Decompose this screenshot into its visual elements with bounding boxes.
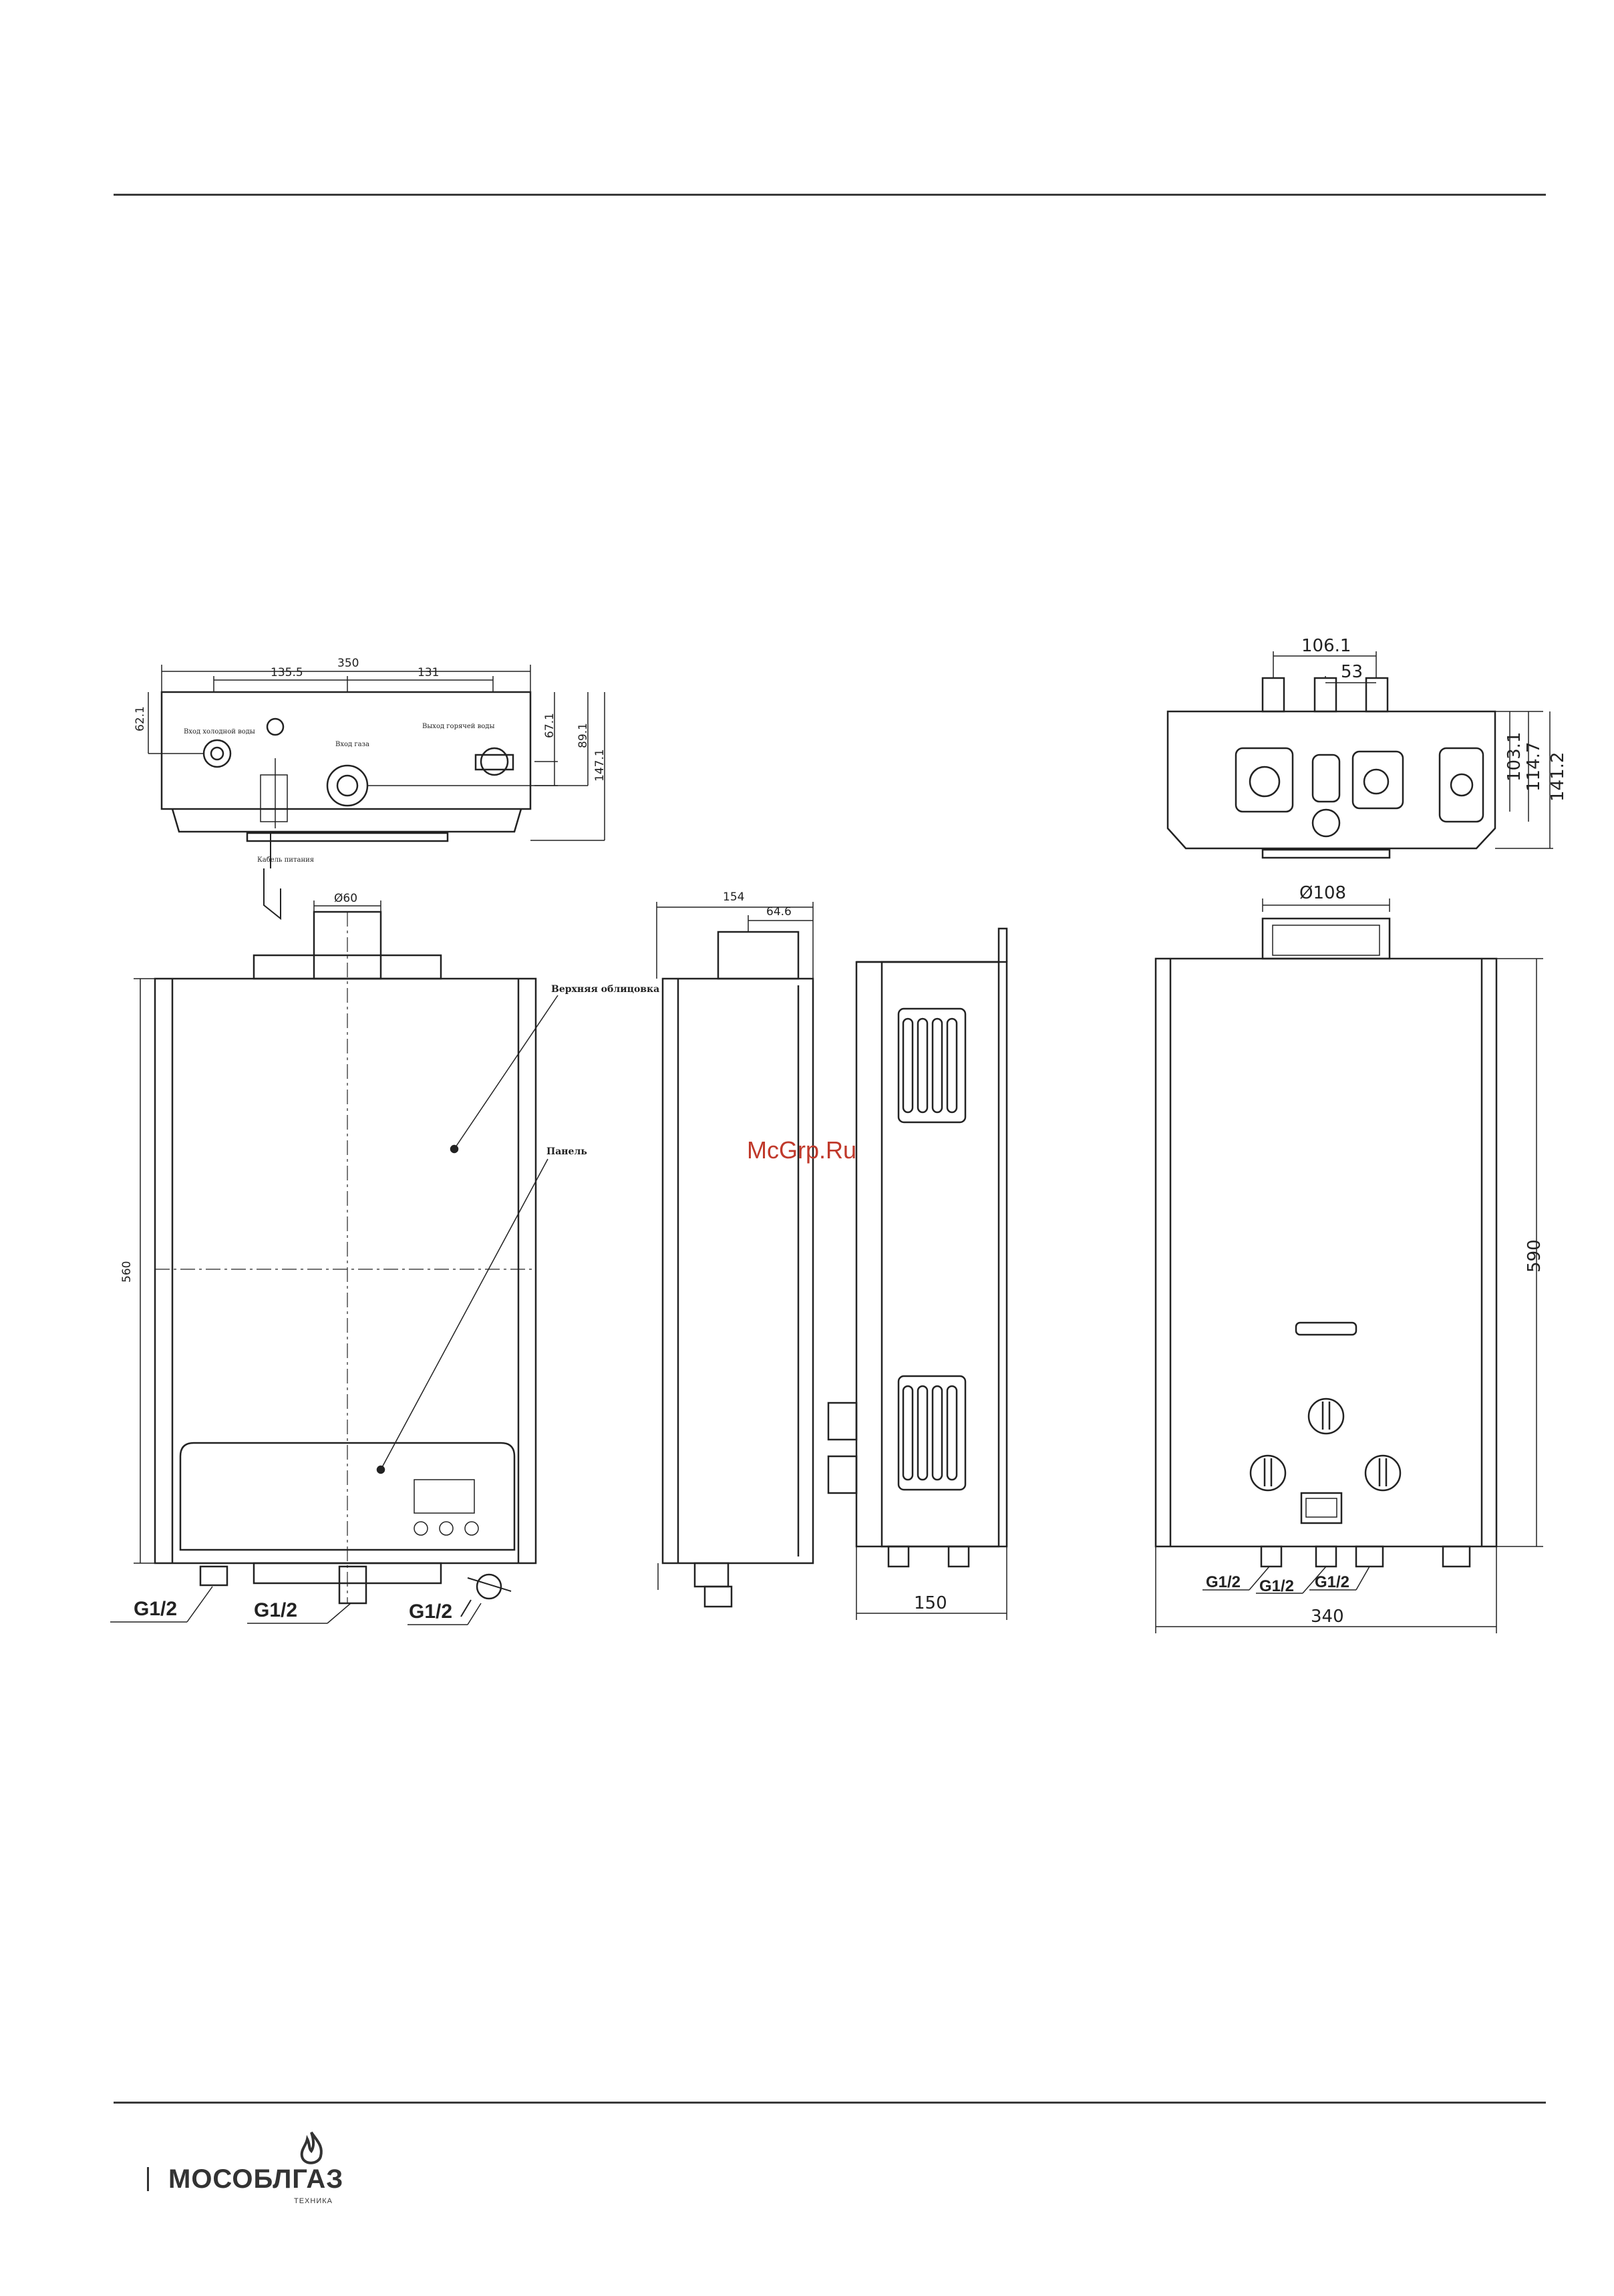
dim-right-offset: 131 <box>418 666 439 679</box>
thread-label-r1: G1/2 <box>1206 1573 1241 1591</box>
dim-h2: 67.1 <box>543 713 556 738</box>
flame-icon <box>297 2131 326 2168</box>
right-top-view <box>1168 651 1553 858</box>
dim-141: 141.2 <box>1548 752 1568 802</box>
dim-left-offset: 135.5 <box>271 666 303 679</box>
callout-top-casing: Верхняя облицовка <box>551 984 659 995</box>
dim-103: 103.1 <box>1504 732 1524 782</box>
side-view <box>657 902 813 1607</box>
dim-flue-diameter: Ø60 <box>334 892 357 905</box>
right-front-view <box>1156 898 1543 1633</box>
dim-depth-154: 154 <box>723 890 744 904</box>
thread-label-1: G1/2 <box>134 1598 177 1620</box>
thread-label-3: G1/2 <box>409 1601 452 1623</box>
label-cold-water: Вход холодной воды <box>184 728 255 735</box>
left-top-view <box>148 665 605 919</box>
left-front-view <box>110 900 558 1625</box>
dim-overall-width: 350 <box>337 657 359 670</box>
label-hot-water: Выход горячей воды <box>422 723 494 730</box>
dim-height-560: 560 <box>120 1261 134 1283</box>
dim-114: 114.7 <box>1524 742 1544 792</box>
thread-label-2: G1/2 <box>254 1599 297 1621</box>
thread-label-r3: G1/2 <box>1315 1573 1349 1591</box>
dim-h4: 147.1 <box>593 749 607 782</box>
callout-panel: Панель <box>546 1146 587 1157</box>
watermark: McGrp.Ru <box>747 1136 856 1164</box>
logo-name: МОСОБЛГАЗ <box>168 2164 343 2194</box>
dim-h3: 89.1 <box>577 723 590 748</box>
thread-label-r2: G1/2 <box>1259 1577 1294 1595</box>
logo-subtitle: ТЕХНИКА <box>294 2197 333 2205</box>
dim-flue-108: Ø108 <box>1299 883 1346 903</box>
label-power-cable: Кабель питания <box>257 856 314 864</box>
dim-106: 106.1 <box>1301 636 1351 656</box>
dim-h1: 62.1 <box>134 706 147 731</box>
logo-divider <box>147 2167 149 2191</box>
dim-width-340: 340 <box>1311 1607 1344 1627</box>
dim-height-590: 590 <box>1524 1239 1545 1273</box>
dim-flue-offset: 64.6 <box>766 905 792 919</box>
dim-depth-150: 150 <box>914 1593 947 1613</box>
dim-53: 53 <box>1341 662 1363 682</box>
label-gas-inlet: Вход газа <box>335 741 369 748</box>
side-view-2 <box>828 929 1007 1620</box>
